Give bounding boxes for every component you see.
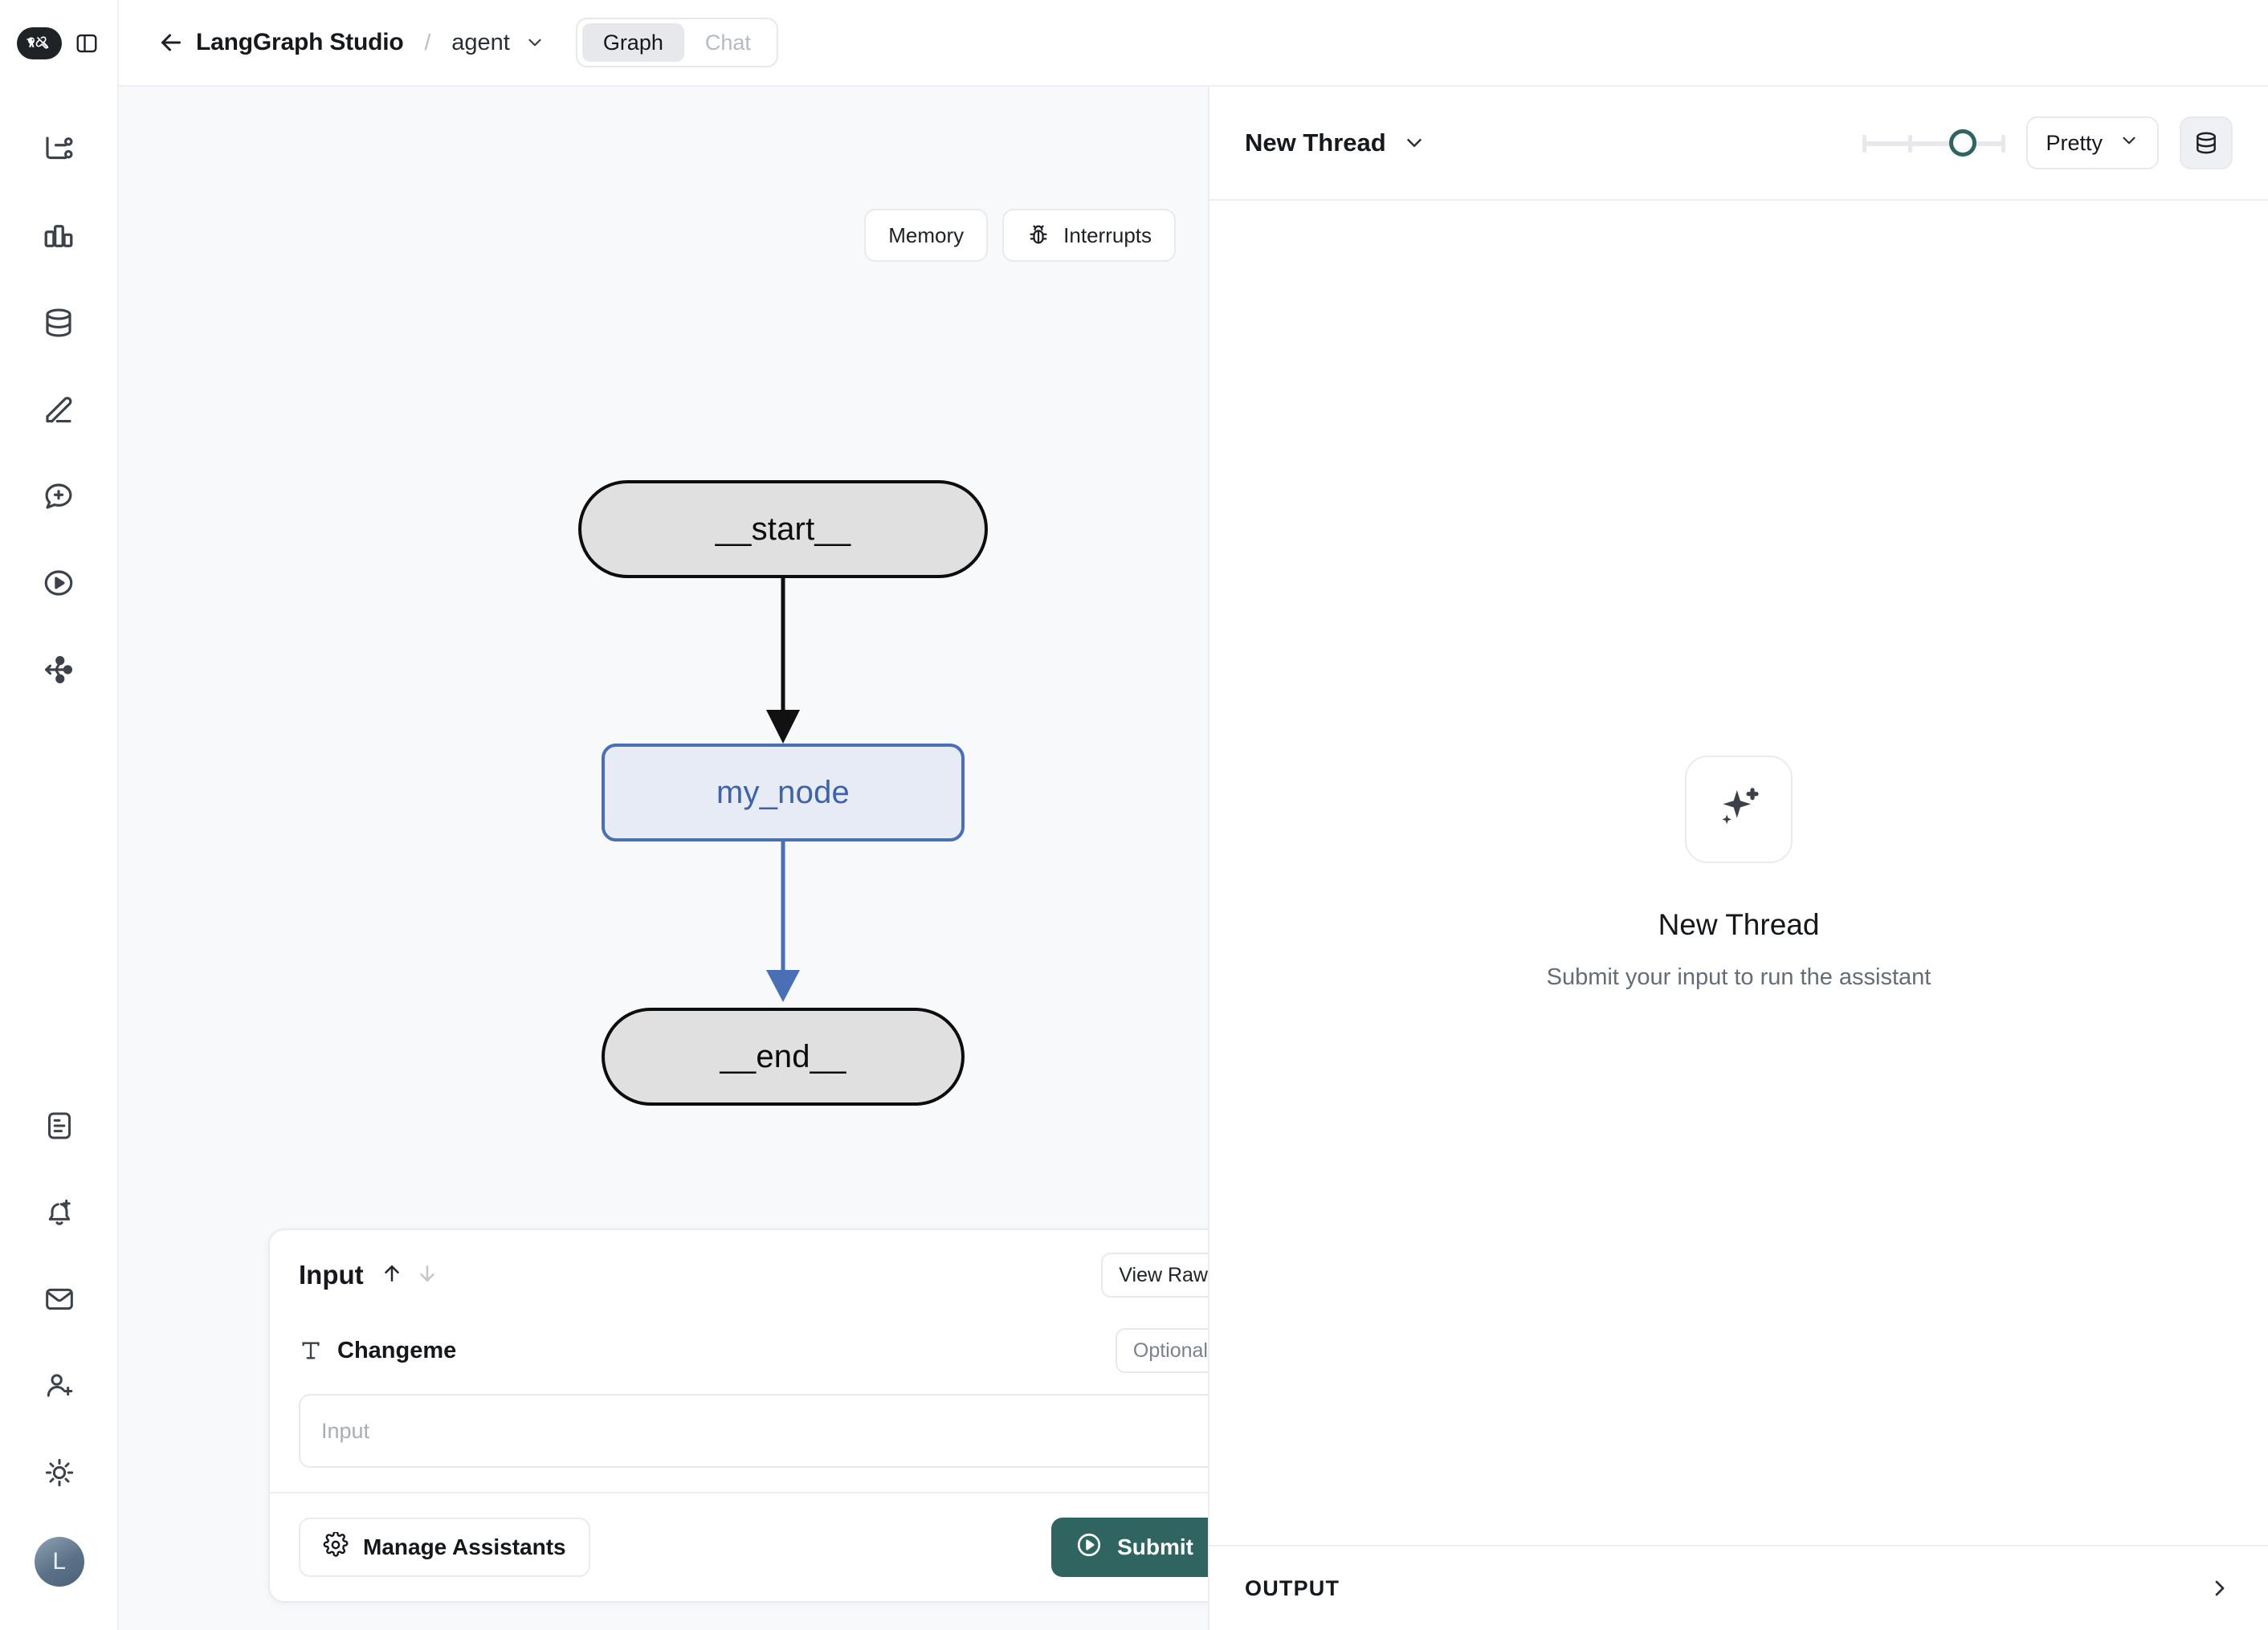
interrupts-button-label: Interrupts bbox=[1063, 222, 1152, 247]
left-icon-rail: L bbox=[0, 0, 119, 1630]
rail-secondary-nav: L bbox=[0, 1103, 119, 1587]
slider-tick bbox=[1908, 135, 1913, 153]
empty-state-subtitle: Submit your input to run the assistant bbox=[1546, 964, 1931, 990]
rail-primary-nav bbox=[36, 127, 81, 692]
thread-pane: New Thread Pretty bbox=[1209, 87, 2268, 1630]
text-type-icon bbox=[299, 1339, 323, 1363]
graph-node-my-node-label: my_node bbox=[716, 774, 850, 810]
page-title: LangGraph Studio bbox=[196, 29, 404, 55]
edge-arrow-mynode-to-end bbox=[766, 970, 800, 1002]
gear-icon bbox=[323, 1530, 349, 1563]
pencil-icon[interactable] bbox=[36, 387, 81, 432]
thread-tools: Pretty bbox=[1862, 116, 2233, 169]
arrow-up-icon[interactable] bbox=[380, 1261, 404, 1290]
breadcrumb-separator: / bbox=[424, 30, 431, 55]
body-split: Memory Interrupts bbox=[119, 87, 2268, 1630]
graph-canvas[interactable]: __start__ my_node __end__ bbox=[119, 87, 1208, 1630]
flow-tree-icon[interactable] bbox=[36, 127, 81, 172]
main-column: LangGraph Studio / agent Graph Chat Memo… bbox=[119, 0, 2268, 1630]
sparkles-icon bbox=[1685, 755, 1793, 863]
manage-assistants-button[interactable]: Manage Assistants bbox=[299, 1518, 590, 1577]
edge-arrow-start-to-mynode bbox=[766, 710, 800, 744]
bell-plus-icon[interactable] bbox=[37, 1190, 82, 1235]
langchain-parrot-logo-icon[interactable] bbox=[17, 27, 62, 59]
input-field-header: Changeme Optional bbox=[299, 1328, 1208, 1373]
chevron-right-icon[interactable] bbox=[2207, 1575, 2233, 1601]
input-card-footer: Manage Assistants bbox=[270, 1492, 1208, 1601]
format-select[interactable]: Pretty bbox=[2026, 116, 2159, 169]
view-mode-toggle: Graph Chat bbox=[575, 18, 778, 67]
thread-selector-chevron-down-icon[interactable] bbox=[1402, 131, 1426, 155]
bug-icon bbox=[1026, 223, 1050, 247]
arrow-down-icon[interactable] bbox=[415, 1261, 439, 1290]
slider-track bbox=[1862, 141, 2006, 146]
breadcrumb-assistant[interactable]: agent bbox=[451, 29, 510, 55]
panel-left-toggle-icon[interactable] bbox=[73, 30, 100, 57]
empty-state-title: New Thread bbox=[1658, 907, 1820, 941]
output-bar[interactable]: OUTPUT bbox=[1209, 1545, 2268, 1630]
rail-header bbox=[0, 0, 118, 87]
graph-node-start[interactable]: __start__ bbox=[578, 480, 988, 578]
database-icon[interactable] bbox=[36, 300, 81, 345]
graph-node-end[interactable]: __end__ bbox=[602, 1008, 965, 1106]
graph-node-my-node[interactable]: my_node bbox=[602, 744, 965, 841]
submit-button[interactable]: Submit bbox=[1051, 1518, 1208, 1577]
avatar[interactable]: L bbox=[35, 1537, 84, 1587]
output-label: OUTPUT bbox=[1245, 1575, 1340, 1600]
input-title: Input bbox=[299, 1260, 364, 1290]
input-field-label: Changeme bbox=[337, 1337, 457, 1363]
tab-chat[interactable]: Chat bbox=[704, 31, 751, 55]
memory-button[interactable]: Memory bbox=[864, 209, 989, 262]
input-card-body: Input View Raw bbox=[270, 1230, 1208, 1492]
submit-button-group: Submit bbox=[1051, 1518, 1208, 1577]
chevron-down-icon[interactable] bbox=[524, 32, 545, 53]
format-select-value: Pretty bbox=[2046, 130, 2103, 155]
share-nodes-icon[interactable] bbox=[36, 647, 81, 692]
message-plus-icon[interactable] bbox=[36, 474, 81, 519]
history-slider[interactable] bbox=[1862, 127, 2006, 159]
memory-button-label: Memory bbox=[888, 222, 965, 247]
slider-cap-left bbox=[1862, 135, 1867, 153]
optional-badge[interactable]: Optional bbox=[1115, 1328, 1208, 1373]
manage-assistants-label: Manage Assistants bbox=[363, 1534, 566, 1559]
play-circle-icon[interactable] bbox=[36, 560, 81, 605]
sun-icon[interactable] bbox=[37, 1450, 82, 1495]
document-icon[interactable] bbox=[37, 1103, 82, 1148]
thread-header: New Thread Pretty bbox=[1209, 87, 2268, 201]
interrupts-button[interactable]: Interrupts bbox=[1002, 209, 1176, 262]
thread-title: New Thread bbox=[1245, 128, 1386, 157]
arrow-left-icon[interactable] bbox=[154, 26, 188, 59]
view-raw-button[interactable]: View Raw bbox=[1101, 1253, 1208, 1298]
submit-label: Submit bbox=[1117, 1534, 1193, 1559]
bar-chart-icon[interactable] bbox=[36, 214, 81, 259]
graph-node-end-label: __end__ bbox=[720, 1038, 846, 1074]
play-circle-icon bbox=[1075, 1531, 1103, 1564]
top-bar: LangGraph Studio / agent Graph Chat bbox=[119, 0, 2268, 87]
graph-pane: Memory Interrupts bbox=[119, 87, 1209, 1630]
graph-node-start-label: __start__ bbox=[715, 511, 851, 547]
slider-cap-right bbox=[2001, 135, 2006, 153]
graph-toolbar: Memory Interrupts bbox=[864, 209, 1176, 262]
input-sort-arrows bbox=[380, 1261, 439, 1290]
input-card: Input View Raw bbox=[268, 1229, 1208, 1603]
store-database-icon[interactable] bbox=[2180, 116, 2233, 169]
input-card-header: Input View Raw bbox=[299, 1253, 1208, 1298]
slider-knob[interactable] bbox=[1949, 129, 1977, 157]
thread-empty-state: New Thread Submit your input to run the … bbox=[1209, 201, 2268, 1545]
envelope-icon[interactable] bbox=[37, 1277, 82, 1322]
tab-graph[interactable]: Graph bbox=[581, 23, 684, 62]
changeme-input[interactable] bbox=[299, 1394, 1208, 1468]
chevron-down-icon bbox=[2119, 130, 2140, 157]
user-plus-icon[interactable] bbox=[37, 1363, 82, 1408]
